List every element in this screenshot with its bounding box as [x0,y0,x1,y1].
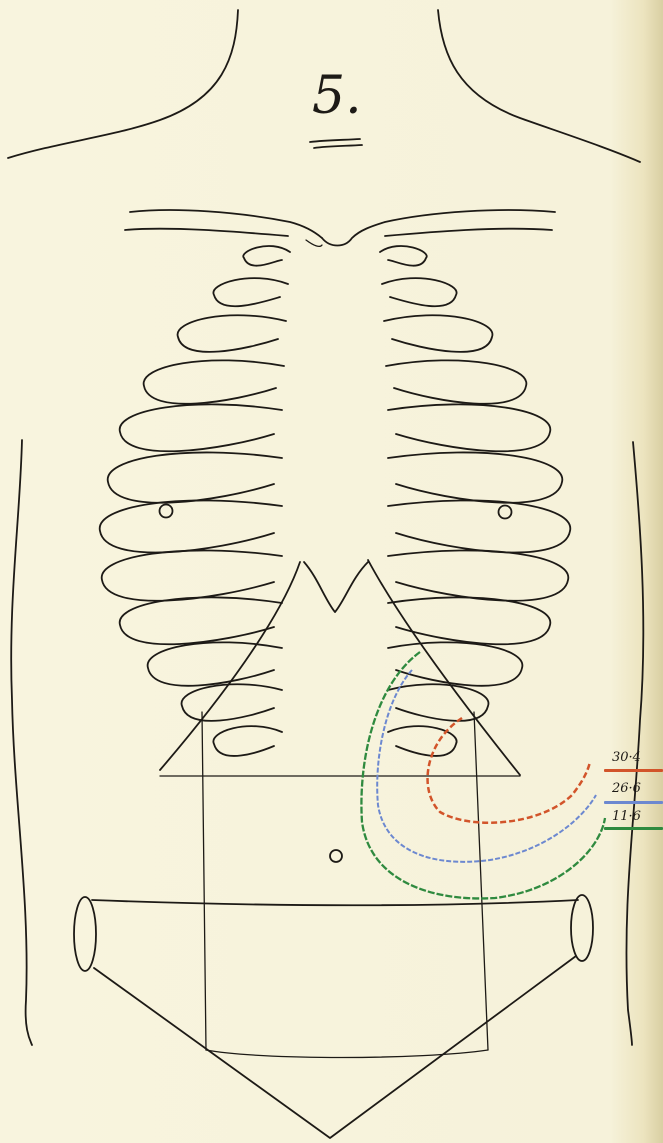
rib [384,315,492,352]
flank-outline [11,440,643,1045]
xiphoid-process [304,562,368,612]
rib [388,597,550,644]
legend-date-11-6: 11·6 [612,809,641,824]
pelvis-outline [74,895,593,1138]
rib [388,452,562,502]
rib [102,550,282,600]
nipple-left [160,505,173,518]
rib [213,278,288,306]
rib [148,642,282,685]
reference-lines [160,712,520,1050]
plate-number: 5. [312,70,362,122]
rib [382,278,457,306]
legend-date-30-4: 30·4 [612,750,641,765]
rib [388,500,570,552]
legend-swatch-30-4 [604,769,663,772]
rib [388,550,568,600]
rib [120,597,282,644]
rib [182,684,282,721]
rib [380,246,427,266]
rib [388,404,550,451]
rib [100,500,282,552]
clavicles [125,210,555,246]
ribs-left [100,246,290,756]
rib [120,404,282,451]
rib [386,360,526,403]
ribs-right [380,246,570,756]
navel [330,850,342,862]
rib [144,360,284,403]
rib [178,315,286,352]
rib [243,246,290,266]
plate-number-underline [308,136,364,152]
rib [108,452,282,502]
legend-date-26-6: 26·6 [612,781,641,796]
legend-swatch-26-6 [604,801,663,804]
rib [388,642,522,685]
legend-swatch-11-6 [604,827,663,830]
rib [213,726,282,756]
nipple-right [499,506,512,519]
costal-margin-right [368,560,520,775]
